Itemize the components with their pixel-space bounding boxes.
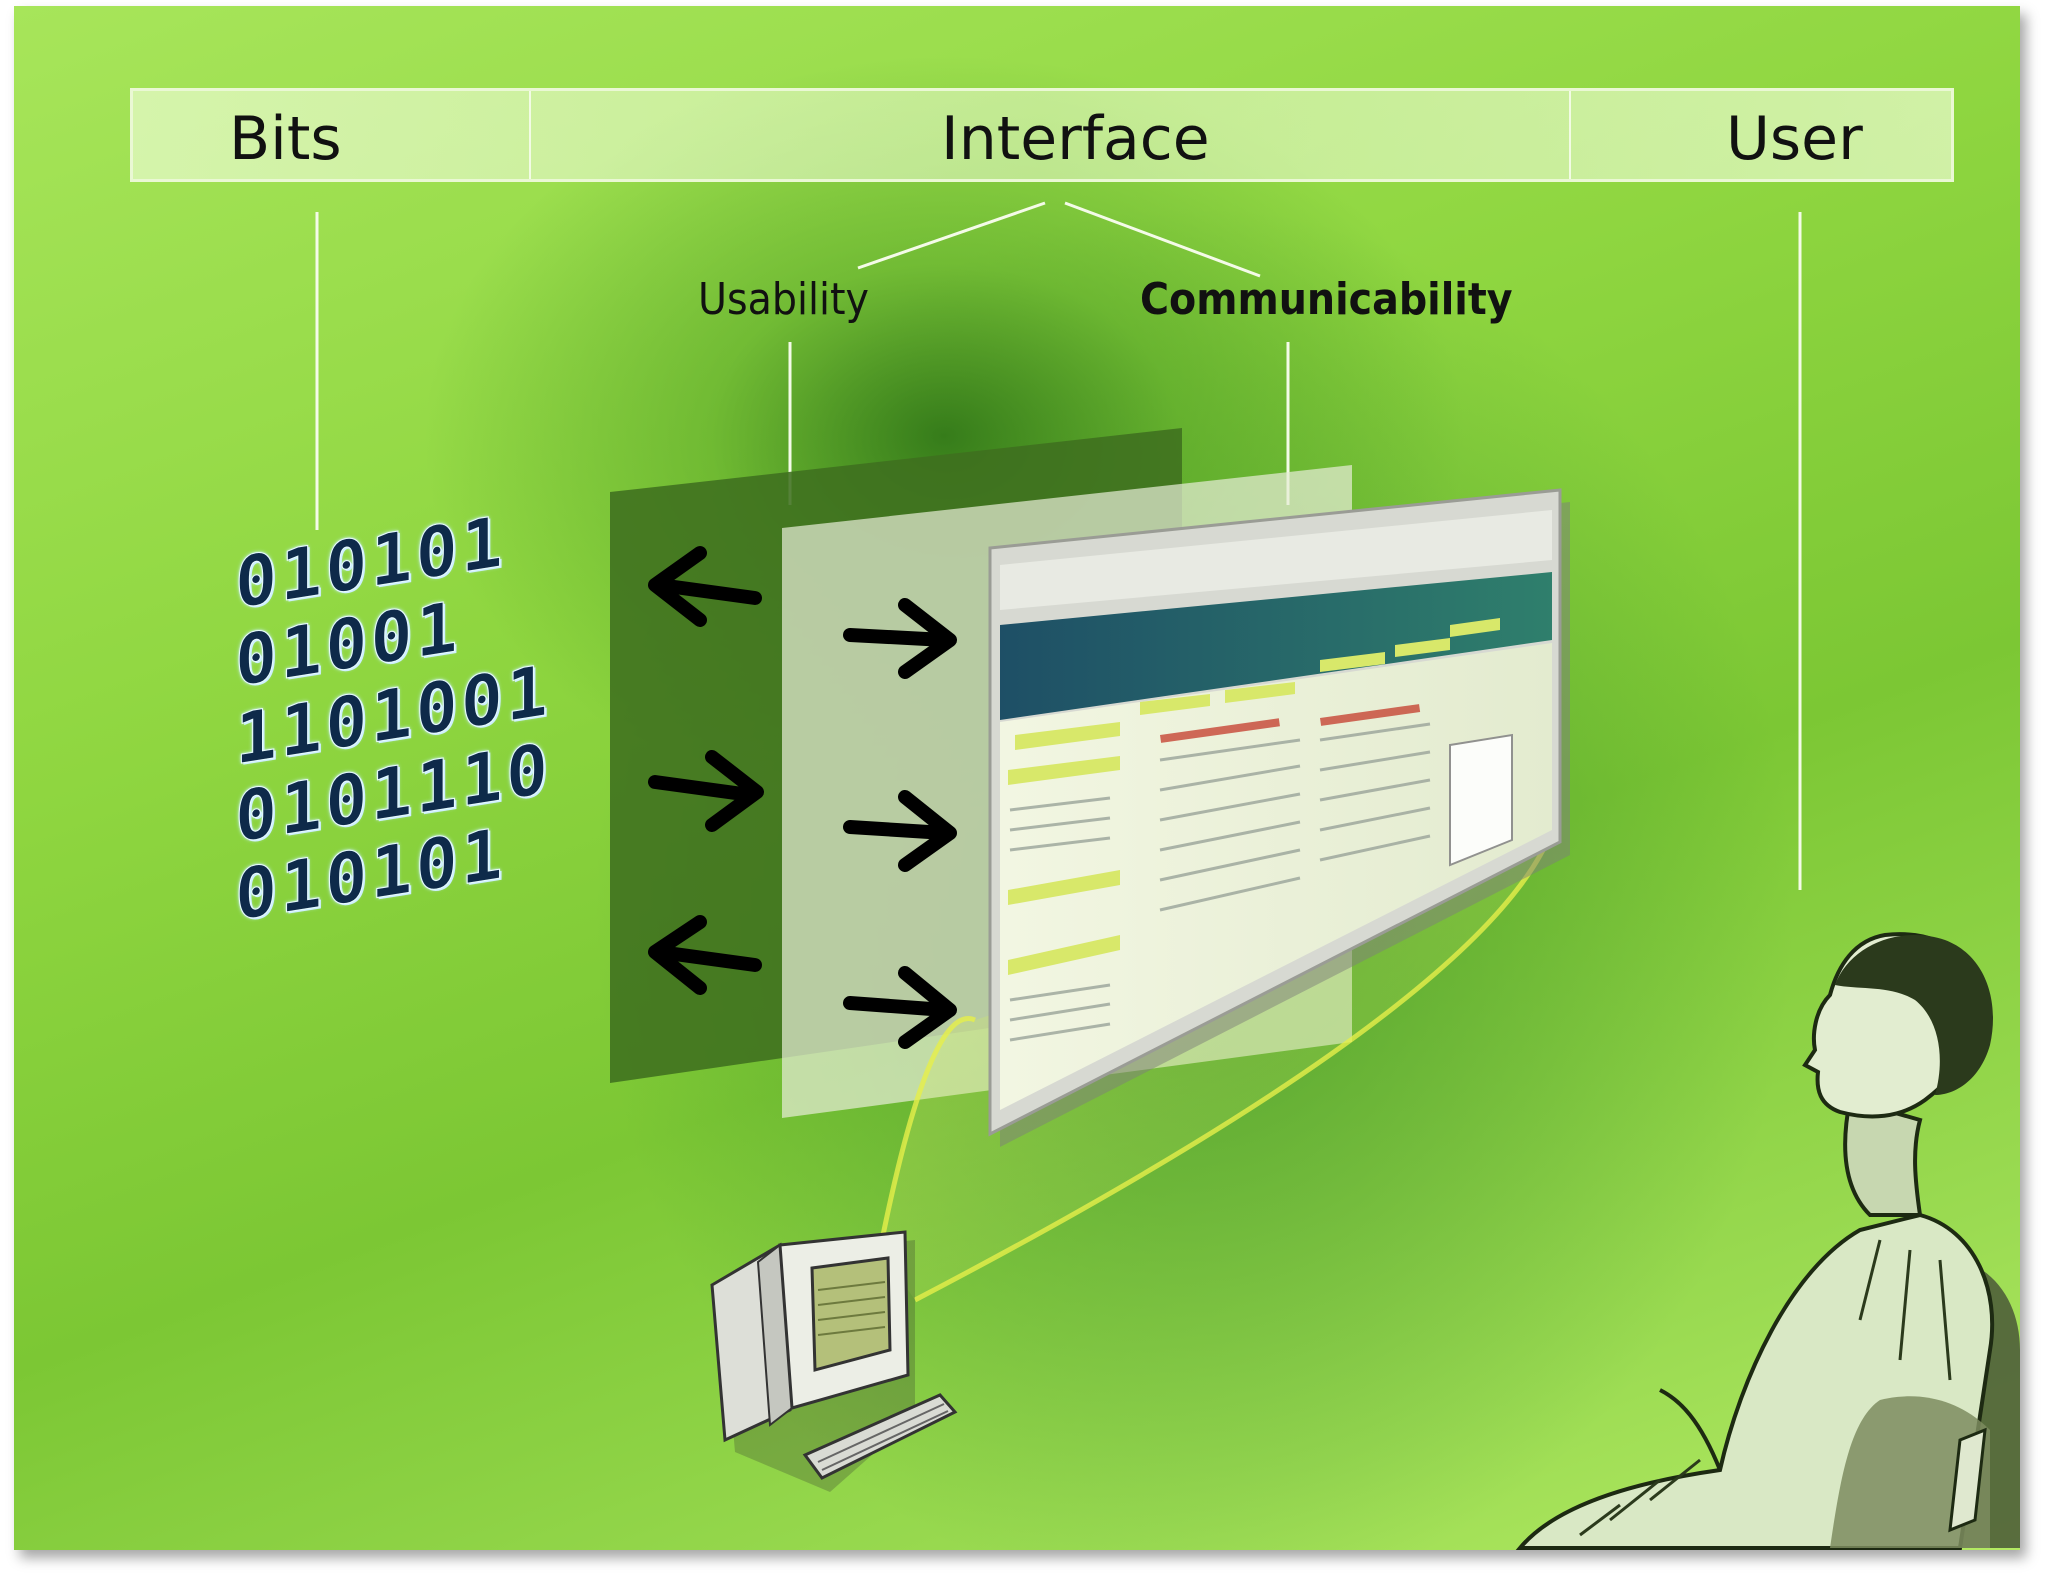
band-divider <box>529 91 531 179</box>
user-label: User <box>1726 104 1863 174</box>
arrow-left-icon <box>648 915 762 995</box>
browser-content <box>1000 643 1552 1110</box>
projection-edge <box>877 1016 977 1251</box>
seated-person-illustration <box>1515 932 2020 1550</box>
communicability-label: Communicability <box>1140 274 1513 325</box>
communicability-branch <box>1064 201 1261 278</box>
usability-label: Usability <box>698 274 869 325</box>
usability-branch <box>857 201 1046 270</box>
arrow-right-icon <box>648 750 764 832</box>
arrow-left-icon <box>648 546 762 627</box>
arrow-right-icon <box>843 598 957 679</box>
projection-cone <box>880 840 1548 1300</box>
arrow-right-icon <box>843 966 957 1049</box>
browser-banner <box>1000 572 1552 720</box>
desktop-computer-icon <box>710 1230 958 1492</box>
projection-edge <box>913 838 1551 1303</box>
binary-digits: 010101 01001 1101001 0101110 010101 <box>235 495 552 938</box>
band-divider <box>1569 91 1571 179</box>
interface-label: Interface <box>941 104 1210 174</box>
arrow-right-icon <box>843 790 957 872</box>
browser-window <box>988 488 1570 1147</box>
bits-label: Bits <box>229 104 342 174</box>
header-band: Bits Interface User <box>130 88 1954 182</box>
browser-toolbar <box>1000 510 1552 610</box>
